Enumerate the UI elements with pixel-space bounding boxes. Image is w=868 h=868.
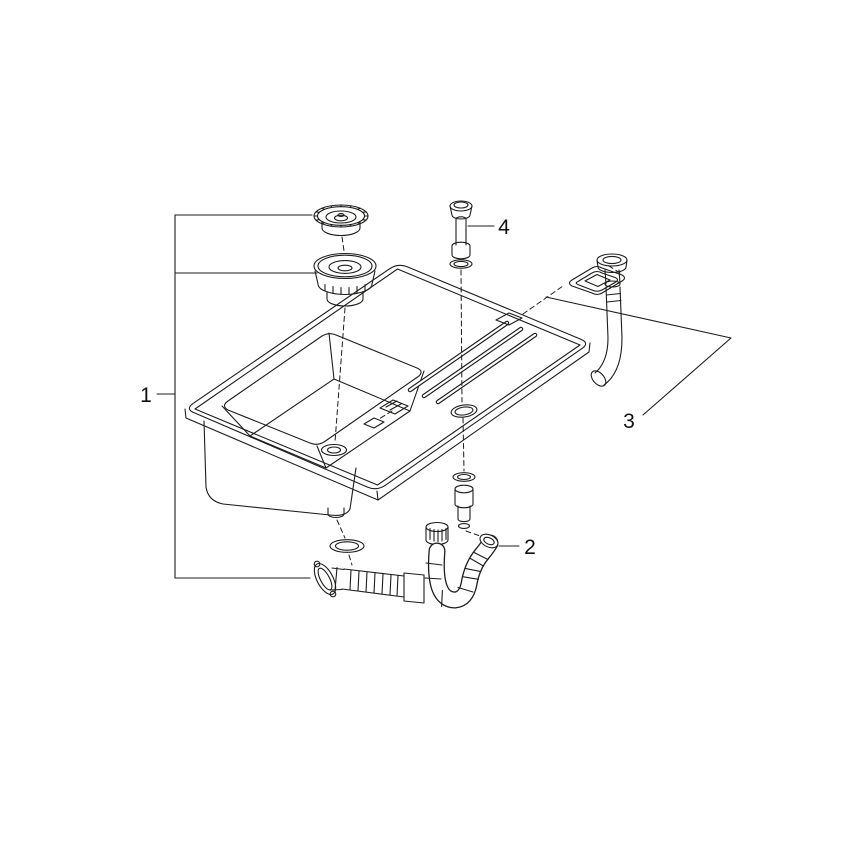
knob-stem [455, 216, 467, 246]
overflow-cover [568, 265, 626, 296]
strainer-basket [313, 252, 377, 307]
pipe-union-nut [403, 572, 425, 604]
sink-basin [184, 264, 591, 519]
callout-1-leader [156, 214, 318, 579]
deck-clip [363, 417, 385, 429]
inlet-nut-knurl [429, 527, 447, 543]
bowl-drain-hole [320, 443, 348, 457]
drain-gasket-ring [329, 539, 365, 553]
pipe-threads [605, 292, 622, 303]
inlet-pipe-ribs [349, 569, 399, 597]
sink-outer-rim [188, 264, 587, 490]
trap-inlet-nut [425, 521, 449, 533]
waste-trap-set [313, 521, 499, 609]
strainer-cap [313, 204, 369, 237]
inlet-pipe [341, 568, 405, 598]
callout-label-1: 1 [140, 384, 152, 407]
locknut [454, 484, 474, 494]
washer [452, 472, 476, 482]
knob-gasket [449, 259, 473, 269]
knob-locknut-set [452, 472, 476, 529]
bowl-floor [249, 378, 411, 469]
assembly-guide-lines [334, 236, 621, 566]
underbody-drain-stub [327, 507, 345, 519]
sink-underbody [203, 420, 357, 516]
callout-3-leader [545, 296, 732, 416]
remote-drain-control-knob [449, 200, 473, 269]
callout-label-4: 4 [498, 216, 510, 239]
sink-inner-rim [194, 268, 581, 486]
bowl-opening [223, 333, 422, 445]
callout-label-2: 2 [524, 536, 536, 559]
callout-label-3: 3 [623, 410, 635, 433]
sink-rim-band [184, 342, 591, 501]
trap-ribs [424, 551, 489, 608]
flange-bolt [329, 590, 337, 598]
flange-bolt [313, 560, 321, 568]
overflow-pipe [590, 253, 628, 387]
knob-mounting-hole [450, 404, 478, 418]
basket-slots [324, 283, 366, 296]
knob-base [451, 241, 471, 260]
pipe-outlet [590, 370, 607, 387]
knurled-edge [313, 204, 369, 228]
overflow-slot [495, 312, 523, 326]
wall-flange [313, 562, 337, 596]
bowl-wall-edges [221, 332, 425, 469]
pipe-elbow [594, 337, 623, 386]
